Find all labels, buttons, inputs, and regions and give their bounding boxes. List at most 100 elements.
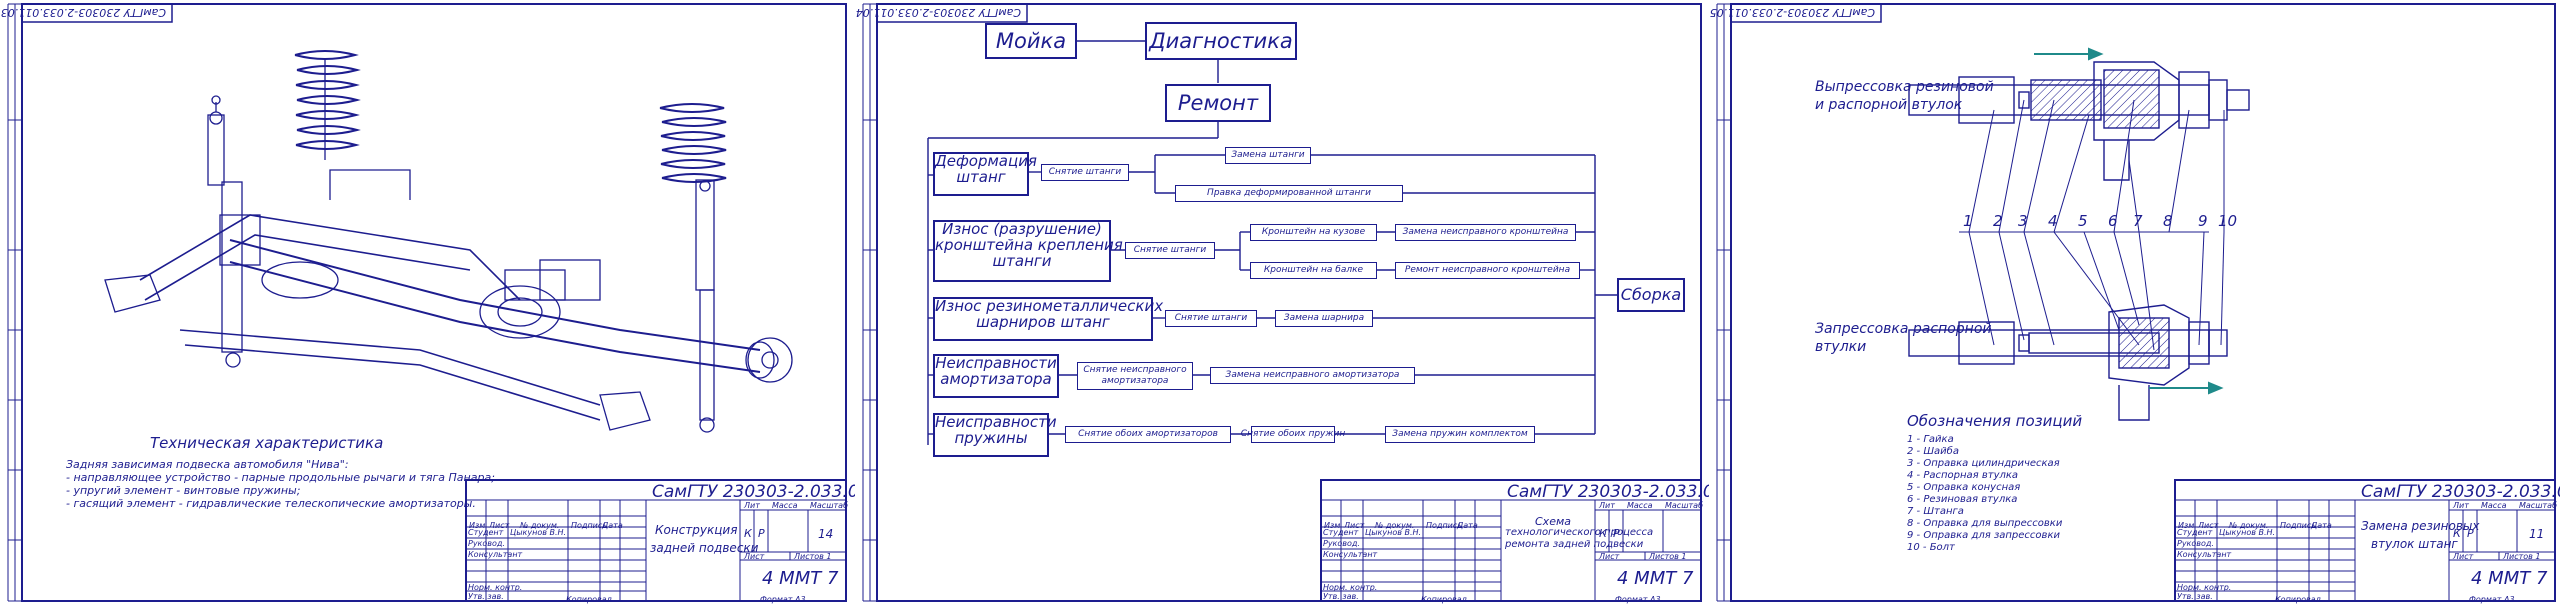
sheet2-title-3: ремонта задней подвески: [1505, 539, 1644, 550]
op-remove-rod-3: Снятие штанги: [1165, 310, 1257, 327]
sheet1-format: Формат А3: [760, 595, 806, 604]
defect-line: Деформация: [935, 152, 1037, 170]
sheet3-group: 4 ММТ 7: [2471, 568, 2548, 589]
spec-heading: Техническая характеристика: [150, 434, 384, 452]
sheet2-group: 4 ММТ 7: [1617, 568, 1694, 589]
defect-spring-fault: Неисправности пружины: [933, 413, 1057, 457]
flow-repair: Ремонт: [1165, 84, 1271, 122]
callout-5: 5: [2078, 212, 2088, 230]
legend-item: 3 - Оправка цилиндрическая: [1907, 458, 2060, 469]
stamp-lit: Лит: [744, 501, 760, 510]
stamp-list: Лист: [489, 521, 510, 530]
spec-line: - направляющее устройство - парные продо…: [66, 471, 495, 484]
legend-item: 6 - Резиновая втулка: [1907, 494, 2018, 505]
sheet3-sheet-num: 11: [2529, 527, 2545, 541]
sheet2-frame: [862, 3, 1702, 602]
op-remove-rod-2: Снятие штанги: [1125, 242, 1215, 259]
op-bracket-body: Кронштейн на кузове: [1250, 224, 1377, 241]
op-bracket-axle: Кронштейн на балке: [1250, 262, 1377, 279]
op-remove-shock: Снятие неисправного амортизатора: [1077, 362, 1193, 390]
defect-bracket-wear: Износ (разрушение) кронштейна крепления …: [933, 220, 1123, 282]
press-in-label-2: втулки: [1815, 339, 1867, 355]
sheet1-sheet-num: 14: [818, 527, 834, 541]
sheet2-lit-r: Р: [1613, 527, 1620, 540]
op-replace-springs-set: Замена пружин комплектом: [1385, 426, 1535, 443]
legend-item: 2 - Шайба: [1907, 446, 1959, 457]
stamp-student-name: Цыкунов В.Н.: [2219, 528, 2276, 537]
sheet1-copied: Копировал: [566, 595, 612, 604]
stamp-student: Студент: [1323, 528, 1359, 537]
sheet1-lit-r: Р: [758, 527, 765, 540]
press-in-label-1: Запрессовка распорной: [1815, 321, 1992, 337]
stamp-konsult: Консультант: [1323, 550, 1378, 559]
sheet2-title-1: Схема: [1535, 515, 1571, 528]
sheet3-code: СамГТУ 230303-2.033.011.05: [2361, 482, 2560, 502]
trailing-arms: [104, 169, 651, 431]
callout-6: 6: [2108, 212, 2118, 230]
stamp-podp: Подпись: [1426, 521, 1462, 530]
stamp-student-name: Цыкунов В.Н.: [510, 528, 567, 537]
stamp-utv: Утв. зав.: [2177, 592, 2213, 601]
stamp-lit: Лит: [1599, 501, 1615, 510]
stamp-student: Студент: [468, 528, 504, 537]
stamp-konsult: Консультант: [2177, 550, 2232, 559]
right-shock-absorber: [695, 179, 715, 433]
flow-assembly: Сборка: [1617, 278, 1685, 312]
defect-line: пружины: [954, 428, 1028, 447]
sheet1-lit-k: К: [744, 527, 752, 540]
sheet3-title-2: втулок штанг: [2371, 537, 2458, 551]
axle-beam: [229, 239, 793, 383]
sheet-suspension-design: СамГТУ 230303-2.033.011.03 Техническая х…: [0, 0, 907, 606]
right-coil-spring: [659, 103, 727, 183]
stamp-data: Дата: [1457, 521, 1478, 530]
legend-item: 5 - Оправка конусная: [1907, 482, 2021, 493]
op-replace-joint: Замена шарнира: [1275, 310, 1373, 327]
sheet2-title-2: технологического процесса: [1505, 527, 1654, 538]
flowchart-connectors: [927, 40, 1617, 445]
sheet1-code-mirrored: СамГТУ 230303-2.033.011.03: [0, 6, 166, 19]
defect-line: Неисправности: [935, 413, 1057, 431]
callout-leaders: [1959, 99, 2225, 351]
left-coil-spring: [294, 50, 361, 160]
stamp-masshtab: Масштаб: [810, 501, 849, 510]
defect-line: штанги: [992, 251, 1052, 270]
spec-list: Задняя зависимая подвеска автомобиля "Ни…: [66, 458, 495, 510]
stamp-utv: Утв. зав.: [1323, 592, 1359, 601]
stamp-sheet: Лист: [1599, 552, 1620, 561]
stamp-ndoc: № докум.: [520, 521, 560, 530]
stamp-sheets: Листов 1: [794, 552, 832, 561]
stamp-rukovod: Руковод.: [2177, 539, 2214, 548]
spec-line: - упругий элемент - винтовые пружины;: [66, 484, 301, 497]
stamp-izm: Изм: [469, 521, 486, 530]
defect-rod-deformation: Деформация штанг: [933, 152, 1037, 196]
defect-line: Износ (разрушение): [942, 220, 1102, 238]
stamp-list: Лист: [2198, 521, 2219, 530]
sheet1-group: 4 ММТ 7: [762, 568, 839, 589]
flow-wash: Мойка: [985, 23, 1077, 59]
op-replace-rod: Замена штанги: [1225, 147, 1311, 164]
sheet1-title-1: Конструкция: [655, 523, 738, 537]
stamp-utv: Утв. зав.: [468, 592, 504, 601]
op-replace-shock: Замена неисправного амортизатора: [1210, 367, 1415, 384]
stamp-sheet: Лист: [744, 552, 765, 561]
sheet1-frame: [7, 3, 847, 602]
stamp-data: Дата: [2311, 521, 2332, 530]
op-replace-bracket: Замена неисправного кронштейна: [1395, 224, 1576, 241]
stamp-rukovod: Руковод.: [1323, 539, 1360, 548]
rear-suspension-illustration: [104, 50, 793, 433]
sheet-repair-flowchart: СамГТУ 230303-2.033.011.04 Мойка Диагнос…: [855, 0, 1762, 606]
defect-line: Неисправности: [935, 354, 1057, 372]
op-remove-both-shocks: Снятие обоих амортизаторов: [1065, 426, 1231, 443]
stamp-masshtab: Масштаб: [2519, 501, 2558, 510]
left-shock-absorber: [207, 95, 243, 368]
press-in-assembly: [1908, 304, 2228, 421]
sheet2-lit-k: К: [1599, 527, 1607, 540]
stamp-normcontrol: Норм. контр.: [1323, 583, 1378, 592]
defect-line: шарниров штанг: [976, 312, 1110, 331]
stamp-student-name: Цыкунов В.Н.: [1365, 528, 1422, 537]
stamp-sheets: Листов 1: [2503, 552, 2541, 561]
stamp-izm: Изм: [1324, 521, 1341, 530]
stamp-massa: Масса: [1627, 501, 1653, 510]
op-remove-rod-1: Снятие штанги: [1041, 164, 1129, 181]
stamp-rukovod: Руковод.: [468, 539, 505, 548]
